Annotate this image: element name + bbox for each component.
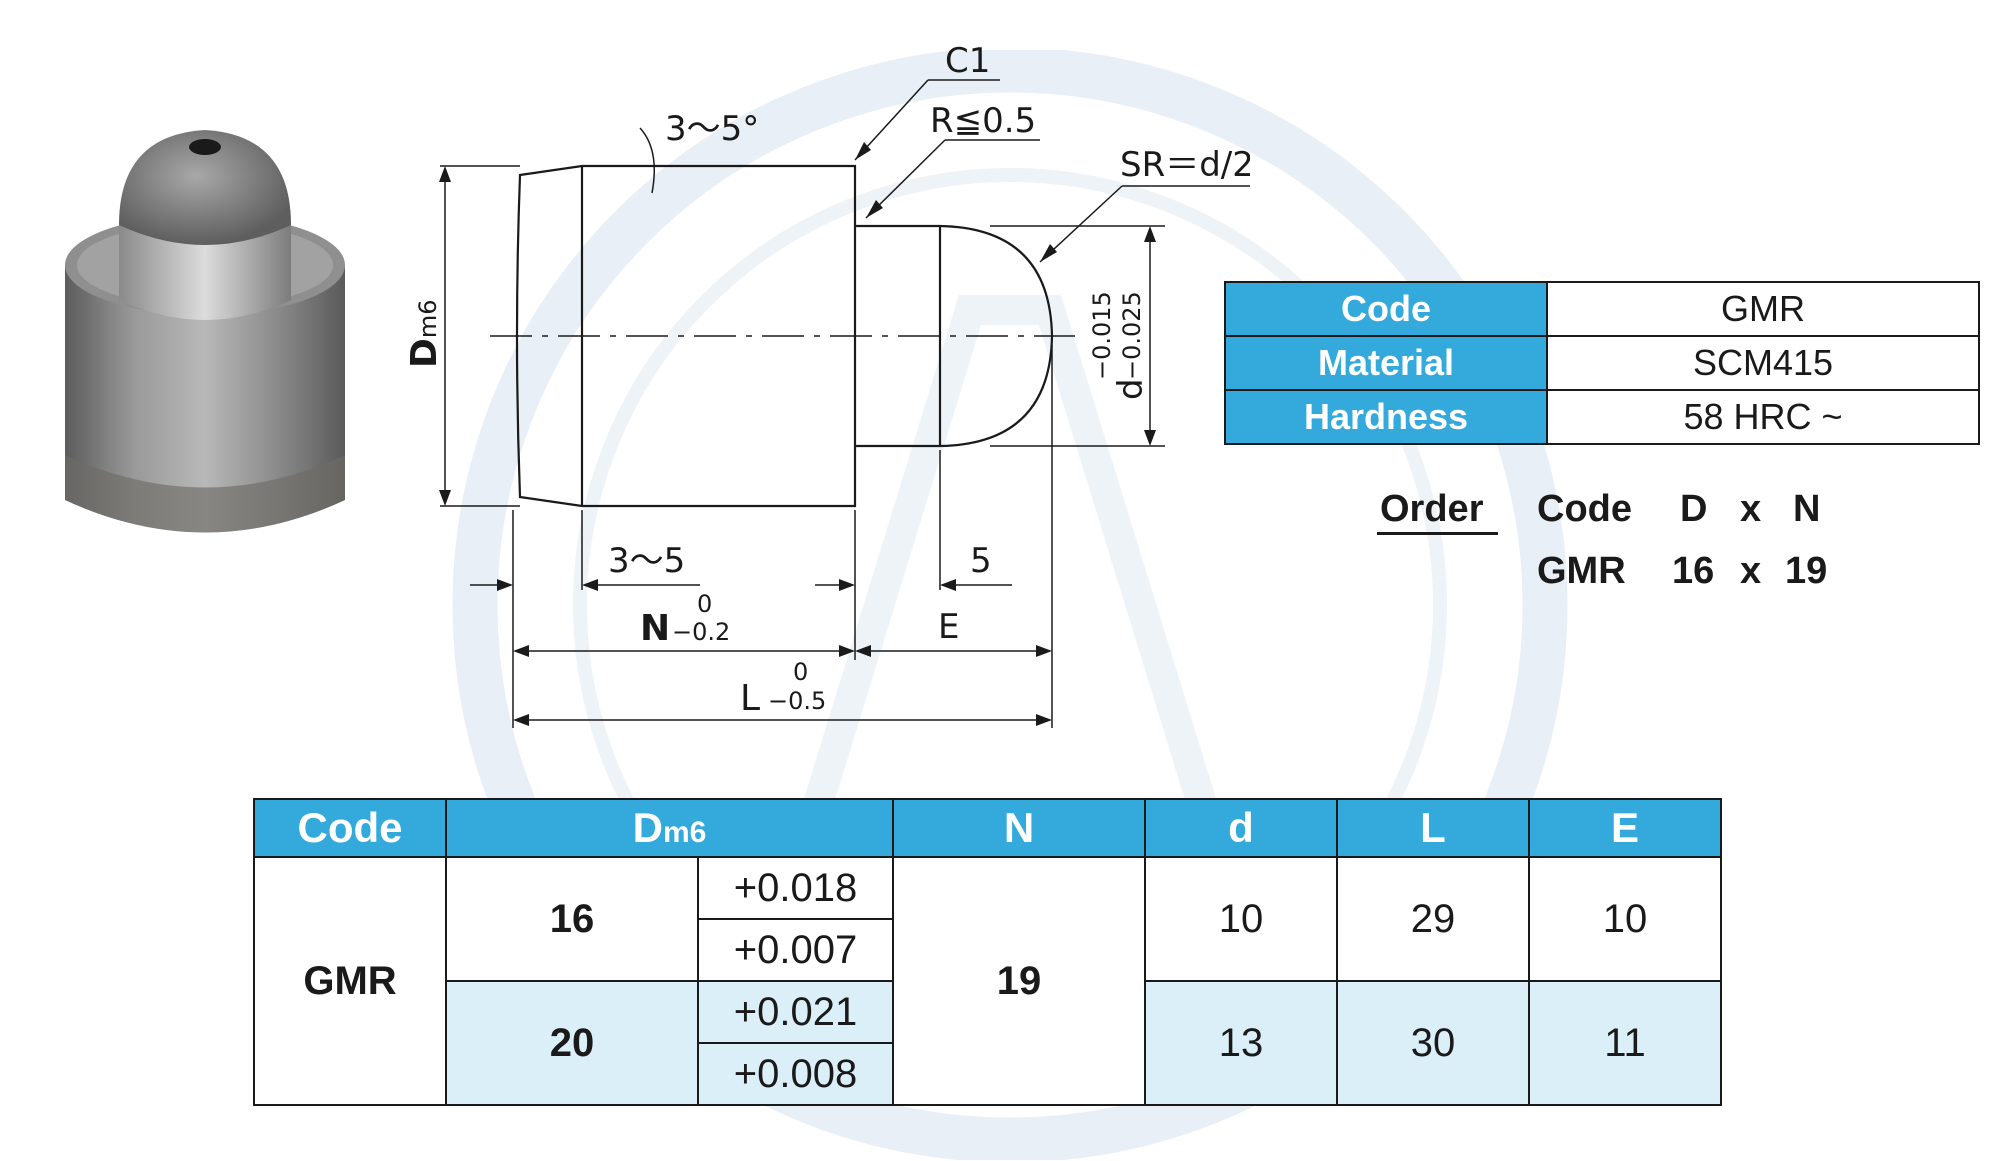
table-row: GMR 16 +0.018 19 10 29 10	[253, 856, 1722, 1106]
n-label: N	[640, 608, 670, 649]
d-tol-lower: −0.025	[1118, 291, 1146, 380]
spec-row-material: Material SCM415	[1224, 335, 1980, 391]
technical-drawing: 3～5° C1 R≦0.5 SR＝d/2 Dm6 d −0.015 −0.025…	[404, 41, 1250, 728]
spec-label-material: Material	[1224, 335, 1548, 391]
cell-d: 13	[1144, 980, 1338, 1106]
dimension-table: Code Dm6 N d L E GMR 16 +0.018 19 10 29 …	[253, 798, 1722, 1106]
cell-d-value: 16	[445, 856, 699, 982]
spec-row-hardness: Hardness 58 HRC ~	[1224, 389, 1980, 445]
n-tol-upper: 0	[697, 590, 712, 618]
l-label: L	[740, 678, 760, 719]
header-n: N	[892, 798, 1146, 858]
table-row: +0.008	[254, 1042, 1721, 1106]
diameter-label: Dm6	[404, 299, 445, 368]
spec-value-hardness: 58 HRC ~	[1546, 389, 1980, 445]
cell-e: 11	[1528, 980, 1722, 1106]
spec-table: Code GMR Material SCM415 Hardness 58 HRC…	[1224, 281, 1980, 445]
e-offset-label: 5	[970, 541, 992, 581]
cell-tol-lower: +0.007	[697, 918, 894, 982]
n-tol-lower: −0.2	[672, 618, 730, 646]
cell-tol-lower: +0.008	[697, 1042, 894, 1106]
spec-row-code: Code GMR	[1224, 281, 1980, 337]
order-header-n: N	[1793, 488, 1821, 530]
cell-e: 10	[1528, 856, 1722, 982]
spec-value-material: SCM415	[1546, 335, 1980, 391]
cell-l: 30	[1336, 980, 1530, 1106]
taper-length-label: 3～5	[608, 541, 685, 581]
cell-tol-upper: +0.018	[697, 856, 894, 920]
sphere-radius-label: SR＝d/2	[1120, 145, 1250, 185]
order-example-x: x	[1740, 550, 1762, 592]
spec-label-code: Code	[1224, 281, 1548, 337]
angle-label: 3～5°	[665, 109, 759, 149]
product-photo	[65, 130, 345, 533]
header-dm6: Dm6	[445, 798, 894, 858]
order-header-code: Code	[1537, 488, 1632, 530]
l-tol-lower: −0.5	[768, 687, 826, 715]
d-label: d	[1111, 378, 1151, 400]
order-example-code: GMR	[1537, 550, 1626, 592]
cell-d: 10	[1144, 856, 1338, 982]
table-row: 20 +0.021 13 30 11	[254, 980, 1722, 1106]
spec-label-hardness: Hardness	[1224, 389, 1548, 445]
order-header-x: x	[1740, 488, 1762, 530]
cell-d-value: 20	[445, 980, 699, 1106]
l-tol-upper: 0	[793, 658, 808, 686]
order-example-d: 16	[1672, 550, 1715, 592]
cell-l: 29	[1336, 856, 1530, 982]
cell-code: GMR	[253, 856, 447, 1106]
radius-label: R≦0.5	[930, 101, 1036, 141]
header-d: d	[1144, 798, 1338, 858]
chamfer-label: C1	[945, 41, 990, 81]
order-underline	[1377, 532, 1498, 535]
dimension-header-row: Code Dm6 N d L E	[253, 798, 1722, 858]
spec-value-code: GMR	[1546, 281, 1980, 337]
header-e: E	[1528, 798, 1722, 858]
pin-body-outline	[515, 164, 857, 508]
table-row: +0.007	[254, 918, 1721, 982]
header-code: Code	[253, 798, 447, 858]
cell-n: 19	[892, 856, 1146, 1106]
order-label: Order	[1380, 488, 1484, 530]
header-l: L	[1336, 798, 1530, 858]
cell-tol-upper: +0.021	[697, 980, 894, 1044]
order-header-d: D	[1680, 488, 1708, 530]
order-example-n: 19	[1785, 550, 1828, 592]
e-label: E	[938, 607, 959, 647]
d-tol-upper: −0.015	[1088, 291, 1116, 380]
